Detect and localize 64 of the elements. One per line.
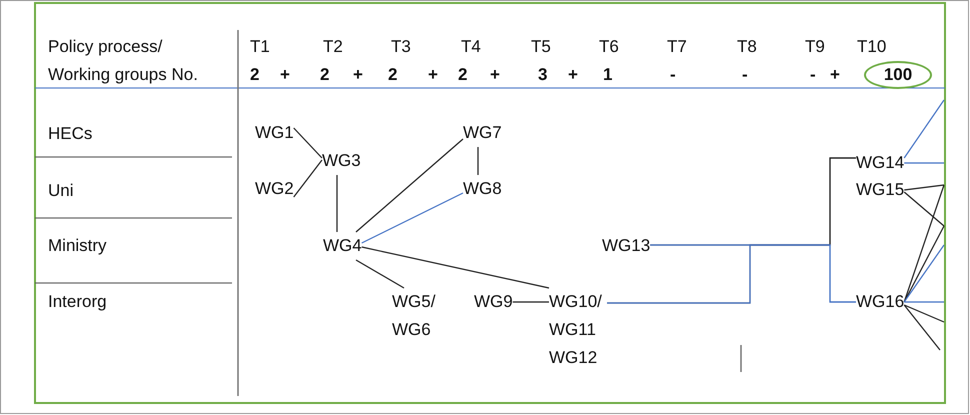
branch-line — [904, 184, 944, 191]
time-label: T5 — [531, 36, 551, 58]
connector-line — [650, 244, 856, 303]
working-group-label: WG9 — [474, 288, 513, 316]
count-label: 2 — [250, 64, 260, 86]
branch-line — [904, 192, 944, 226]
working-group-label: WG7 — [463, 119, 502, 147]
time-label: T4 — [461, 36, 481, 58]
count-label: + — [428, 64, 438, 86]
working-group-label: WG10/ WG11 WG12 — [549, 288, 607, 372]
branch-line — [904, 100, 944, 158]
working-group-label: WG3 — [322, 147, 361, 175]
count-ellipse: 100 — [864, 61, 932, 89]
connector-line — [356, 138, 464, 232]
count-label: 3 — [538, 64, 548, 86]
connector-line — [336, 175, 338, 232]
connector-line — [356, 259, 404, 289]
time-label: T7 — [667, 36, 687, 58]
count-label: 2 — [458, 64, 468, 86]
working-group-label: WG14 — [856, 149, 904, 177]
branch-line — [904, 301, 944, 303]
count-label: + — [490, 64, 500, 86]
working-group-label: WG4 — [323, 232, 362, 260]
time-label: T10 — [857, 36, 886, 58]
working-group-label: WG1 — [255, 119, 294, 147]
connector-line — [512, 301, 549, 303]
branch-line — [904, 304, 944, 323]
working-group-label: WG13 — [602, 232, 650, 260]
row-label: HECs — [48, 123, 92, 145]
count-label: 2 — [388, 64, 398, 86]
time-label: T1 — [250, 36, 270, 58]
connector-line — [293, 160, 322, 198]
time-label: T2 — [323, 36, 343, 58]
working-group-label: WG8 — [463, 175, 502, 203]
branch-line — [904, 304, 940, 350]
count-label: - — [742, 64, 748, 86]
time-label: T3 — [391, 36, 411, 58]
branch-line — [904, 244, 944, 302]
row-label: Uni — [48, 180, 74, 202]
connector-line — [293, 128, 322, 158]
time-label: T6 — [599, 36, 619, 58]
working-group-label: WG5/ WG6 — [392, 288, 442, 344]
connector-line — [361, 192, 464, 244]
branch-line — [904, 162, 944, 164]
time-label: T8 — [737, 36, 757, 58]
connector-line — [362, 246, 550, 289]
connector-line — [477, 147, 479, 175]
count-label: + — [280, 64, 290, 86]
count-label: + — [830, 64, 840, 86]
count-label: 1 — [603, 64, 612, 86]
count-label: + — [568, 64, 578, 86]
count-label: 2 — [320, 64, 330, 86]
branch-line — [904, 184, 945, 302]
working-group-label: WG15 — [856, 176, 904, 204]
count-label: - — [810, 64, 816, 86]
working-group-label: WG16 — [856, 288, 904, 316]
row-label: Interorg — [48, 291, 107, 313]
working-group-label: WG2 — [255, 175, 294, 203]
row-label: Ministry — [48, 235, 107, 257]
header-label: Policy process/ Working groups No. — [48, 36, 199, 86]
count-label: + — [353, 64, 363, 86]
count-label: - — [670, 64, 676, 86]
time-label: T9 — [805, 36, 825, 58]
branch-line — [904, 226, 945, 302]
